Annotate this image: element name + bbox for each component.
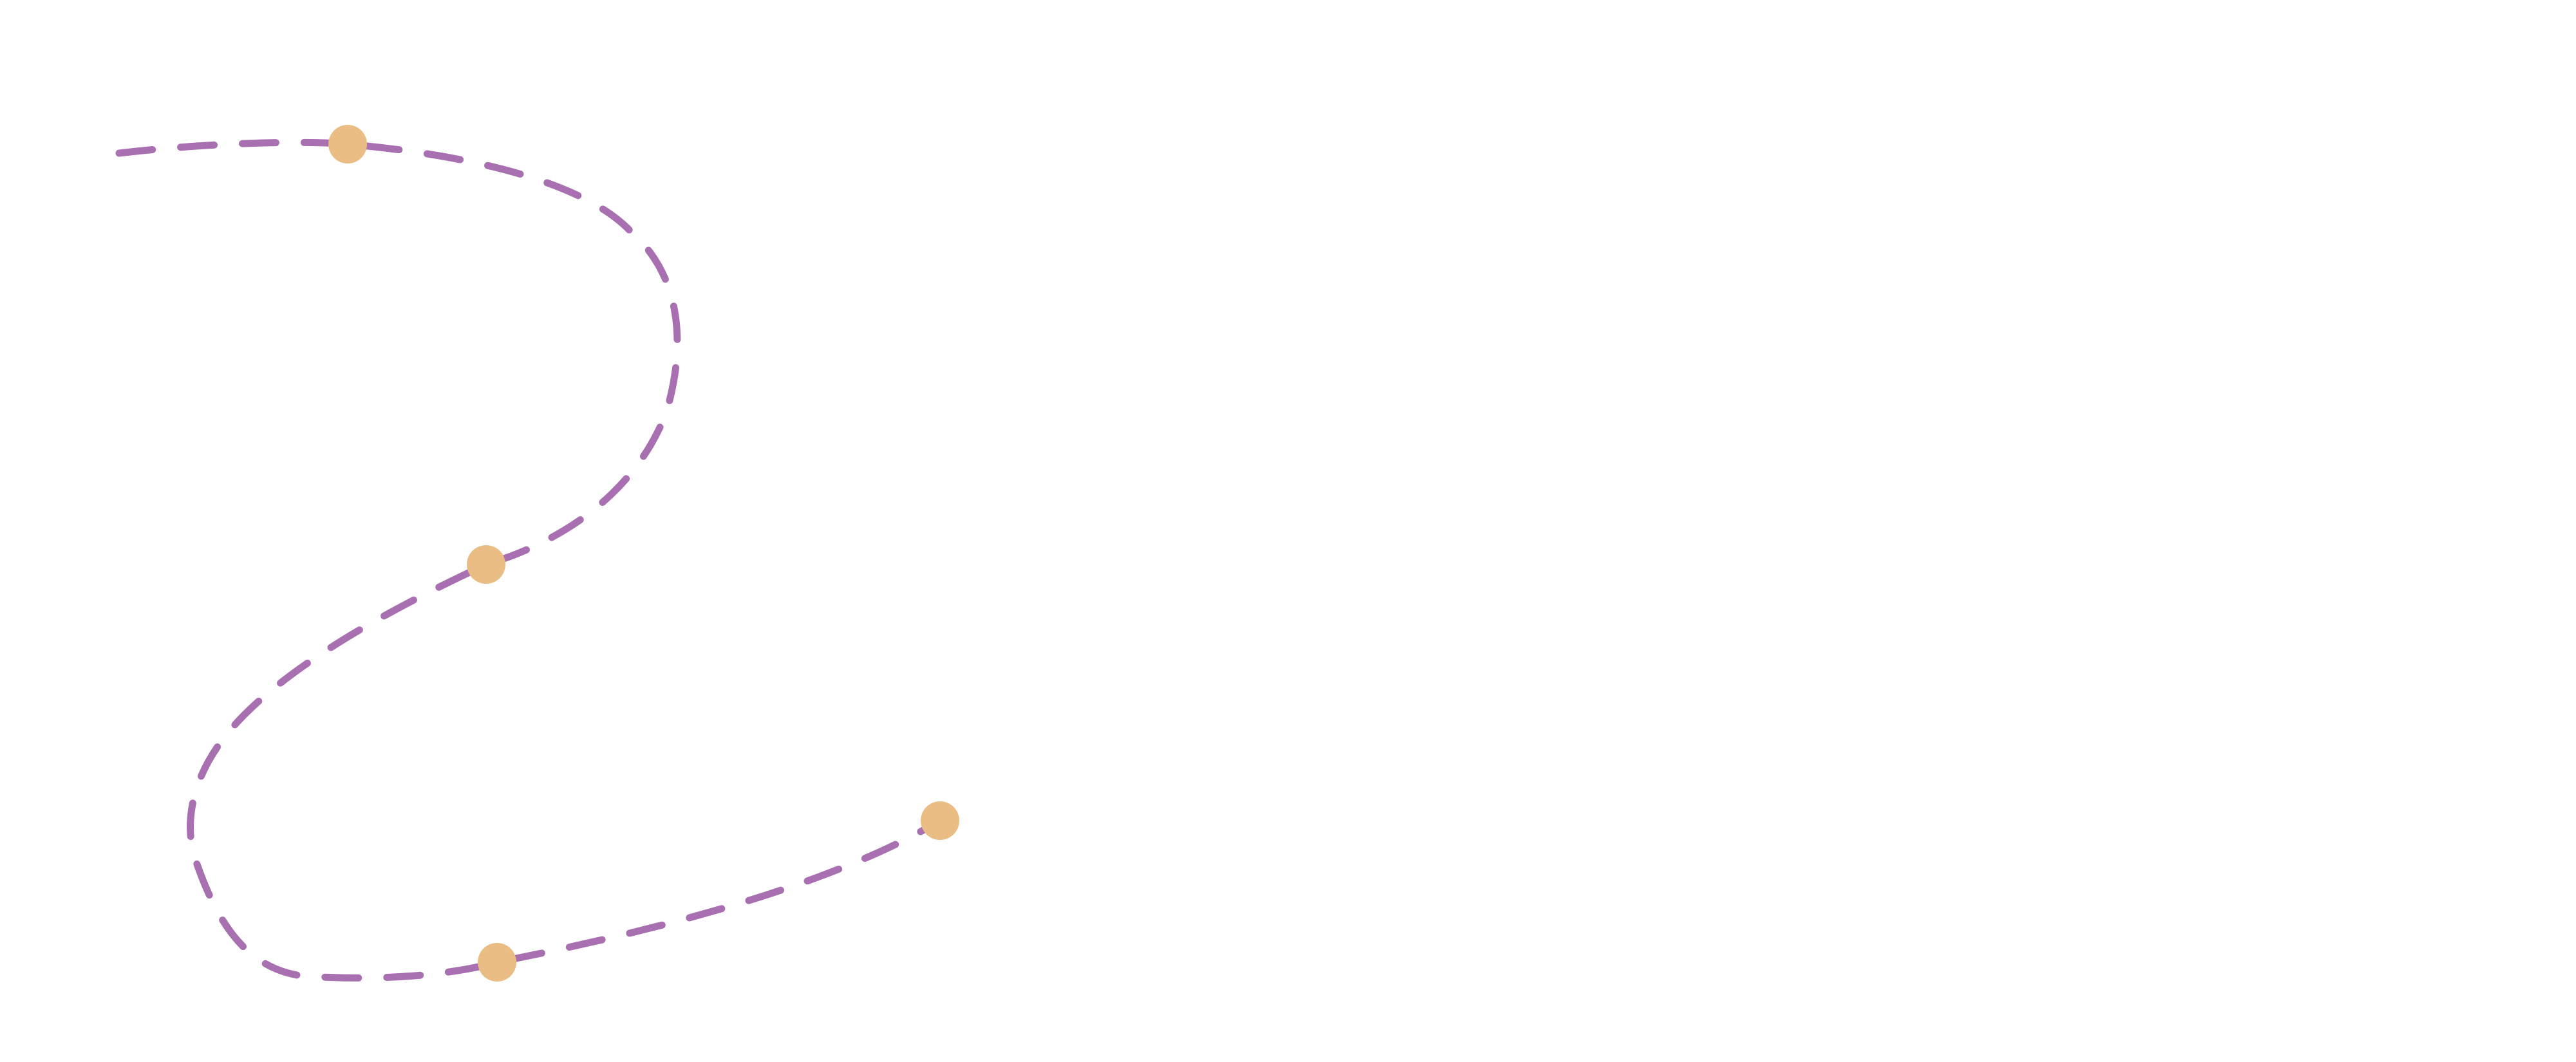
waypoint-start [328,125,367,163]
waypoint-middle [467,545,505,584]
waypoint-end [921,801,959,840]
waypoint-bottom [478,943,516,982]
